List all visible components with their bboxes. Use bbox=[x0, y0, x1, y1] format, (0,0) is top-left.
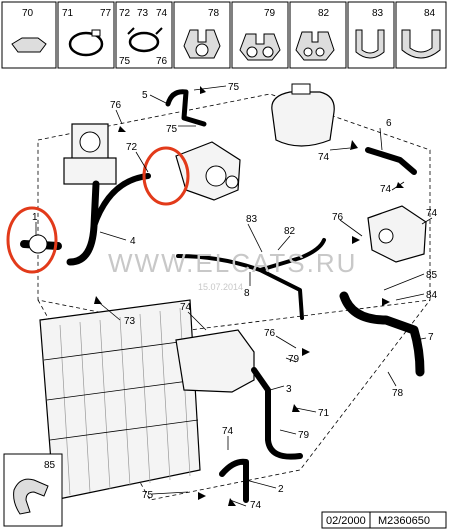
footer-date: 02/2000 bbox=[326, 515, 366, 527]
watermark-text: WWW.ELCATS.RU bbox=[108, 248, 357, 278]
catalog-cell-83[interactable]: 83 bbox=[347, 1, 395, 69]
callout-74-degas[interactable]: 74 bbox=[180, 302, 192, 313]
catalog-label-84: 84 bbox=[424, 8, 436, 19]
catalog-cell-79[interactable]: 79 bbox=[231, 1, 289, 69]
callout-arrows bbox=[94, 86, 404, 506]
callout-8[interactable]: 8 bbox=[244, 288, 250, 299]
catalog-cell-84[interactable]: 84 bbox=[395, 1, 447, 69]
callout-83[interactable]: 83 bbox=[246, 214, 258, 225]
callout-74-bottom[interactable]: 74 bbox=[250, 500, 262, 511]
catalog-label-76: 76 bbox=[156, 56, 168, 67]
leader-lines bbox=[35, 85, 433, 507]
clip-85-icon bbox=[13, 478, 49, 515]
callout-79-lower[interactable]: 79 bbox=[298, 430, 310, 441]
spring-clamp-icon bbox=[128, 31, 160, 53]
hose-3[interactable] bbox=[251, 367, 303, 460]
callout-74-tank[interactable]: 74 bbox=[318, 152, 330, 163]
callout-82[interactable]: 82 bbox=[284, 226, 296, 237]
hose-2[interactable] bbox=[219, 458, 249, 503]
catalog-label-78: 78 bbox=[208, 8, 220, 19]
catalog-cell-82[interactable]: 82 bbox=[289, 1, 347, 69]
callout-5[interactable]: 5 bbox=[142, 90, 148, 101]
callout-74-outlet[interactable]: 74 bbox=[426, 208, 438, 219]
wide-clip-icon bbox=[401, 29, 441, 59]
catalog-label-73: 73 bbox=[137, 8, 149, 19]
callout-4[interactable]: 4 bbox=[130, 236, 136, 247]
catalog-cell-71-77[interactable]: 71 77 bbox=[57, 1, 115, 69]
catalog-label-79: 79 bbox=[264, 8, 276, 19]
callout-1[interactable]: 1 bbox=[32, 212, 38, 223]
callout-7[interactable]: 7 bbox=[428, 332, 434, 343]
highlight-markers bbox=[6, 146, 190, 274]
callout-84[interactable]: 84 bbox=[426, 290, 438, 301]
callout-72[interactable]: 72 bbox=[126, 142, 138, 153]
expansion-tank[interactable] bbox=[271, 83, 335, 147]
callout-3[interactable]: 3 bbox=[286, 384, 292, 395]
catalog-label-82: 82 bbox=[318, 8, 330, 19]
highlight-circle-center bbox=[142, 146, 190, 206]
callout-75-bottom[interactable]: 75 bbox=[142, 490, 154, 501]
clip-icon bbox=[11, 37, 47, 53]
catalog-label-71: 71 bbox=[62, 8, 74, 19]
thermostat-housing[interactable] bbox=[63, 123, 117, 185]
hose-6[interactable] bbox=[365, 147, 417, 175]
callout-85[interactable]: 85 bbox=[426, 270, 438, 281]
hoses bbox=[20, 89, 425, 503]
footer-code: M2360650 bbox=[378, 515, 430, 527]
u-clip-icon bbox=[355, 29, 385, 59]
catalog-cell-78[interactable]: 78 bbox=[173, 1, 231, 69]
hose-7[interactable] bbox=[339, 291, 425, 377]
catalog-label-77: 77 bbox=[100, 8, 112, 19]
callout-labels: 75 5 76 75 72 74 6 74 1 4 83 82 76 74 85… bbox=[32, 82, 438, 511]
callout-75-mid[interactable]: 75 bbox=[166, 124, 178, 135]
radiator[interactable] bbox=[39, 299, 201, 501]
catalog-label-83: 83 bbox=[372, 8, 384, 19]
hose-5[interactable] bbox=[165, 89, 207, 127]
callout-78[interactable]: 78 bbox=[392, 388, 404, 399]
callout-6[interactable]: 6 bbox=[386, 118, 392, 129]
catalog-cell-85[interactable]: 85 bbox=[3, 453, 63, 527]
callout-74-right[interactable]: 74 bbox=[380, 184, 392, 195]
watermark-date: 15.07.2014 bbox=[198, 282, 243, 292]
footer: 02/2000 M2360650 bbox=[321, 511, 447, 529]
callout-76-lower[interactable]: 76 bbox=[264, 328, 276, 339]
catalog-label-85: 85 bbox=[44, 460, 56, 471]
catalog-cell-70[interactable]: 70 bbox=[1, 1, 57, 69]
part-catalog-strip: 70 71 77 72 73 74 75 76 78 bbox=[1, 1, 447, 69]
callout-79-upper[interactable]: 79 bbox=[288, 354, 300, 365]
callout-75-top[interactable]: 75 bbox=[228, 82, 240, 93]
catalog-cell-72-76[interactable]: 72 73 74 75 76 bbox=[115, 1, 173, 69]
callout-2[interactable]: 2 bbox=[278, 484, 284, 495]
callout-74-hose2[interactable]: 74 bbox=[222, 426, 234, 437]
catalog-label-74: 74 bbox=[156, 8, 168, 19]
outlet-housing[interactable] bbox=[367, 205, 427, 263]
highlight-circle-left bbox=[6, 206, 58, 274]
catalog-label-70: 70 bbox=[22, 8, 34, 19]
degas-tank[interactable] bbox=[175, 329, 255, 393]
callout-76-mid[interactable]: 76 bbox=[332, 212, 344, 223]
hose-clamp-icon bbox=[68, 31, 104, 57]
water-pump[interactable] bbox=[175, 141, 241, 201]
catalog-label-75: 75 bbox=[119, 56, 131, 67]
callout-76-upper[interactable]: 76 bbox=[110, 100, 122, 111]
callout-71[interactable]: 71 bbox=[318, 408, 330, 419]
callout-73[interactable]: 73 bbox=[124, 316, 136, 327]
catalog-label-72: 72 bbox=[119, 8, 131, 19]
watermark: WWW.ELCATS.RU 15.07.2014 bbox=[108, 248, 357, 292]
